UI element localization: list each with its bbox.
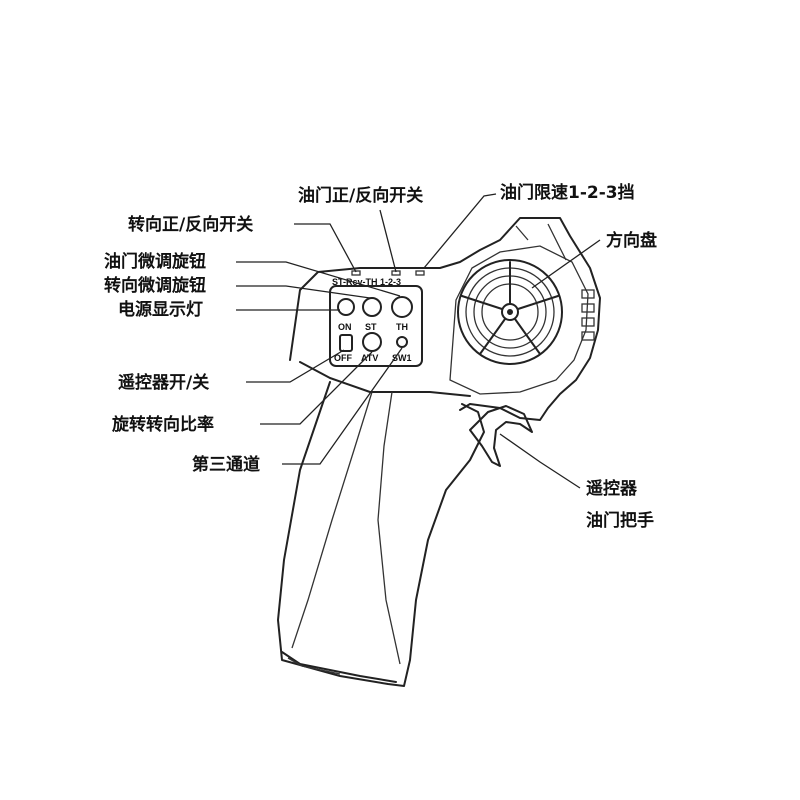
steering-trim-knob[interactable] [362, 297, 382, 317]
panel-off-label: OFF [334, 353, 352, 363]
wheel-pod-contour [449, 245, 589, 395]
grip-inner-line [291, 391, 373, 649]
label-dual-rate: 旋转转向比率 [111, 414, 214, 435]
leader-dual-rate [260, 351, 373, 425]
transmitter-body [277, 217, 601, 687]
power-switch[interactable] [339, 334, 353, 352]
leader-throttle-reverse [379, 209, 397, 273]
atv-knob[interactable] [362, 332, 382, 352]
panel-th-label: TH [396, 322, 408, 332]
label-throttle-limit: 油门限速1-2-3挡 [500, 182, 635, 203]
leader-trigger [499, 433, 581, 489]
panel-sw1-label: SW1 [392, 353, 412, 363]
leader-steering-trim [236, 285, 371, 299]
control-panel: ST-Rcv-TH 1-2-3 ON ST TH OFF ATV SW1 [329, 270, 425, 367]
antenna-slot [515, 223, 567, 261]
leader-third-channel [282, 347, 403, 465]
label-throttle-reverse: 油门正/反向开关 [298, 185, 423, 206]
label-trigger-line2: 油门把手 [586, 510, 654, 531]
leader-steering-reverse [294, 223, 357, 273]
grip-bottom-pad [281, 651, 397, 683]
label-third-channel: 第三通道 [192, 454, 260, 475]
sw1-button[interactable] [396, 336, 408, 348]
grip-bottom-ridge [287, 657, 341, 675]
panel-top-text: ST-Rcv-TH 1-2-3 [332, 277, 401, 287]
panel-on-label: ON [338, 322, 352, 332]
label-throttle-trim: 油门微调旋钮 [104, 251, 206, 272]
label-trigger-line1: 遥控器 [586, 478, 638, 499]
callout-labels: 油门正/反向开关 油门限速1-2-3挡 转向正/反向开关 方向盘 油门微调旋钮 … [104, 182, 657, 531]
steering-wheel [457, 259, 563, 365]
leader-power-switch [246, 349, 345, 383]
label-steering-reverse: 转向正/反向开关 [128, 214, 253, 235]
label-power-switch: 遥控器开/关 [118, 372, 209, 393]
body-underside [299, 361, 471, 397]
throttle-trim-knob[interactable] [391, 296, 413, 318]
pistol-grip [277, 381, 485, 687]
label-steering-wheel: 方向盘 [606, 230, 657, 251]
panel-st-label: ST [365, 322, 377, 332]
housing-outline [289, 217, 601, 421]
side-vents [581, 289, 595, 341]
panel-atv-label: ATV [361, 353, 378, 363]
leader-steering-wheel [531, 239, 601, 289]
leader-throttle-limit [423, 193, 497, 269]
label-power-led: 电源显示灯 [118, 299, 203, 320]
grip-front-line [377, 391, 401, 665]
leader-throttle-trim [236, 261, 401, 297]
power-led-indicator [337, 298, 355, 316]
throttle-trigger [469, 405, 533, 467]
label-steering-trim: 转向微调旋钮 [104, 275, 206, 296]
leader-lines [236, 193, 601, 489]
